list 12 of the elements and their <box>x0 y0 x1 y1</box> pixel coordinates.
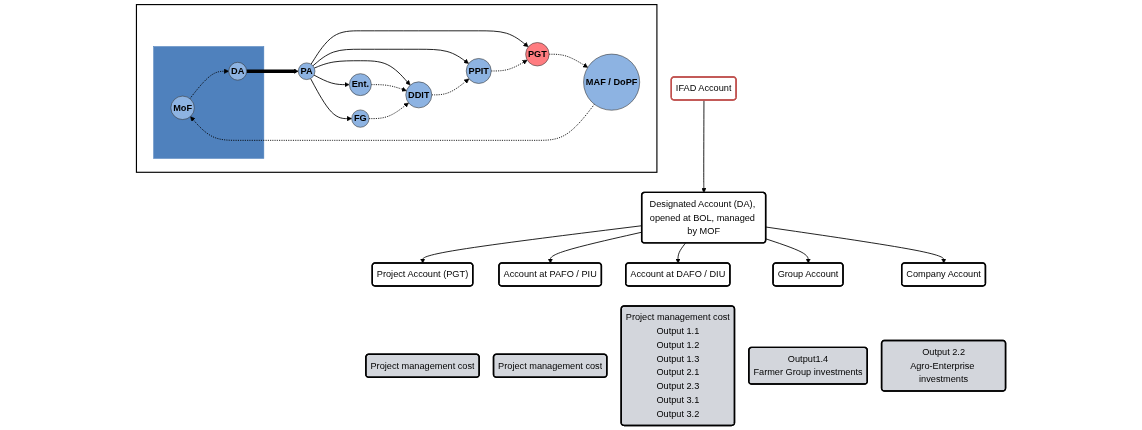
cluster <box>135 4 658 173</box>
cluster <box>153 46 265 159</box>
node-circle: Ent. <box>349 73 372 96</box>
node-circle: PA <box>298 62 316 80</box>
node-circle: PGT <box>525 42 550 67</box>
node-circle: FG <box>351 109 370 128</box>
node-circle: MoF <box>170 95 195 120</box>
node-circle: DA <box>228 62 247 81</box>
arrow <box>246 68 299 74</box>
node-circle: MAF / DoPF <box>583 53 640 111</box>
node-circle: PPIT <box>465 58 492 84</box>
node-circle: DDIT <box>405 81 433 109</box>
